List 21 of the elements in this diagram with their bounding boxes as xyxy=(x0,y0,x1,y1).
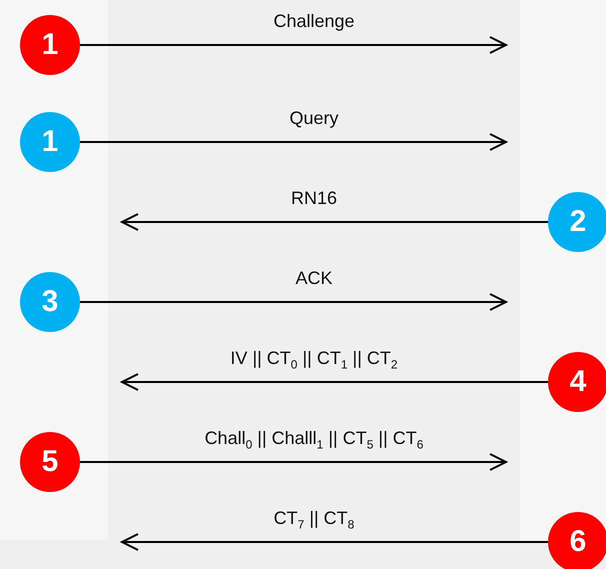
numbered-step-marker: 6 xyxy=(548,512,606,569)
message-arrow xyxy=(121,533,548,551)
message-arrow xyxy=(121,373,548,391)
message-arrow xyxy=(121,213,548,231)
message-label: CT$_{7}$ || CT$_{8}$ xyxy=(274,508,354,532)
numbered-step-marker: 1 xyxy=(20,15,80,75)
message-label: RN16 xyxy=(290,188,338,209)
message-label: Challenge xyxy=(273,11,355,32)
message-arrow xyxy=(80,453,507,471)
message-arrow xyxy=(80,293,507,311)
message-arrow xyxy=(80,133,507,151)
numbered-step-marker: 5 xyxy=(20,432,80,492)
numbered-step-marker: 3 xyxy=(20,272,80,332)
message-label: IV || CT$_{0}$ || CT$_{1}$ || CT$_{2}$ xyxy=(230,348,398,372)
message-label: Chall$_{0}$ || Challl$_{1}$ || CT$_{5}$ || CT$_{6}$ xyxy=(204,428,424,452)
message-label: Query xyxy=(289,108,339,129)
numbered-step-marker: 2 xyxy=(548,192,606,252)
message-label: ACK xyxy=(296,268,332,289)
message-arrow xyxy=(80,36,507,54)
numbered-step-marker: 1 xyxy=(20,112,80,172)
numbered-step-marker: 4 xyxy=(548,352,606,412)
